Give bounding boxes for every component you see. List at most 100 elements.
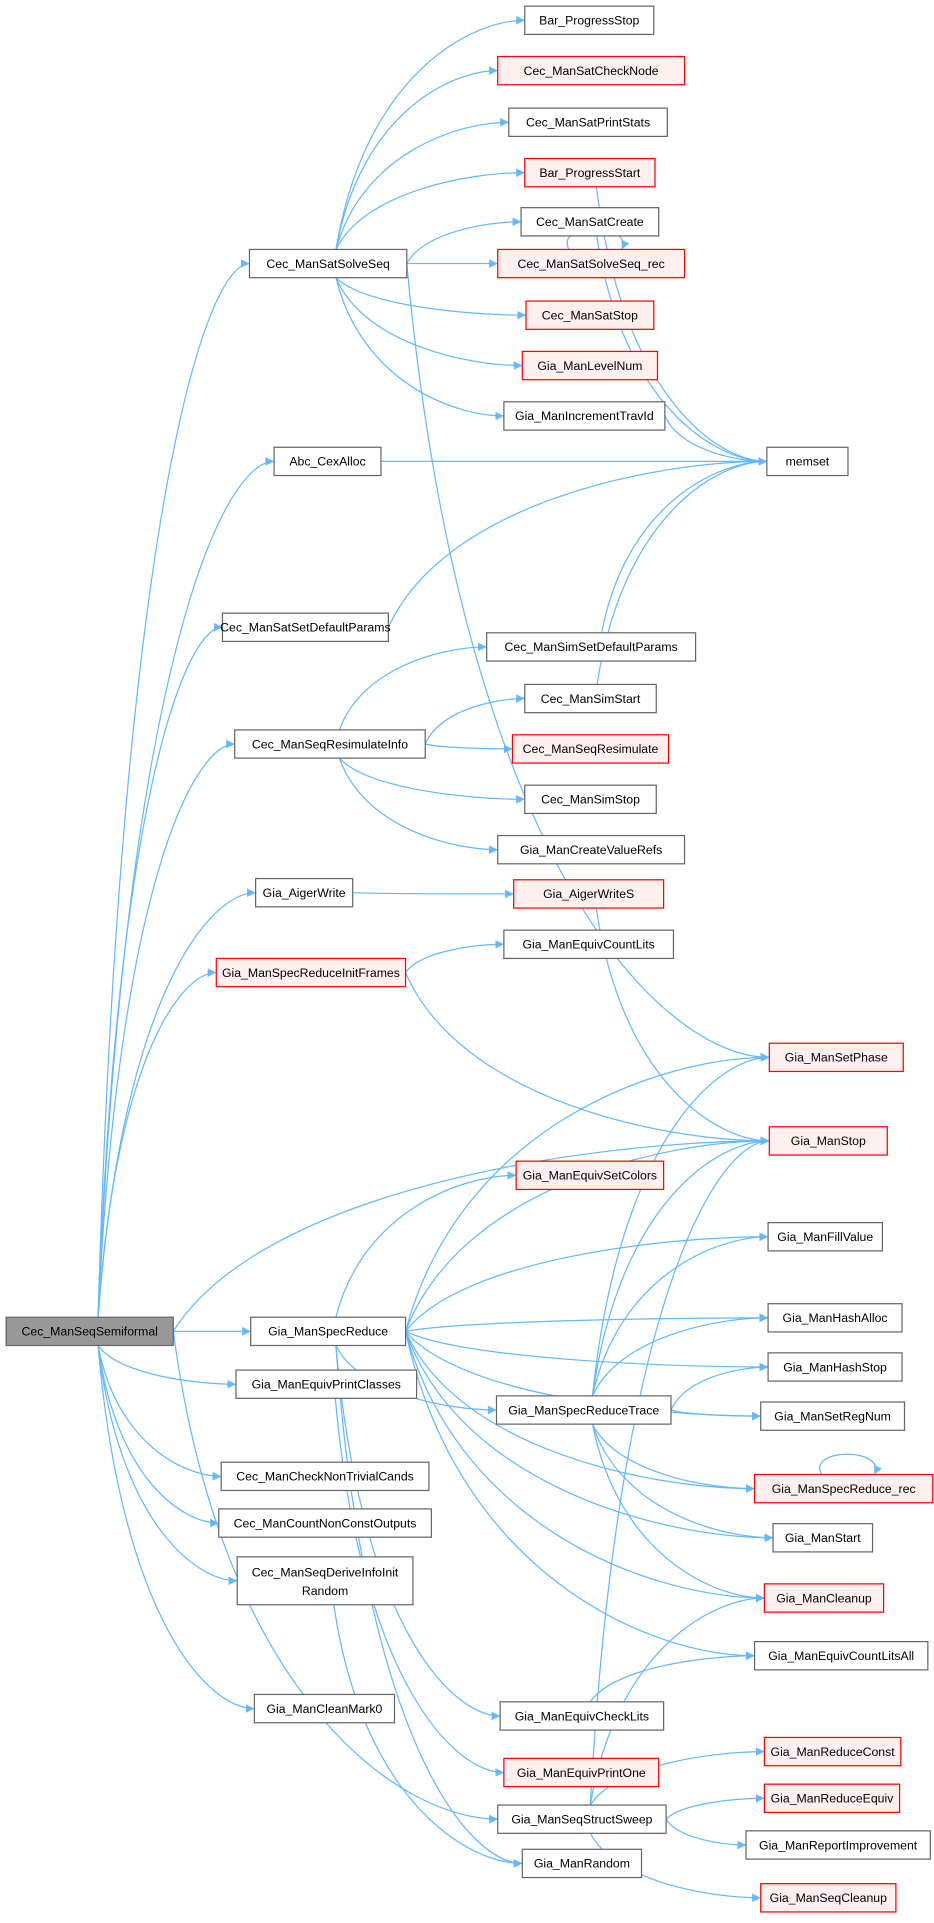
node-box[interactable] bbox=[520, 207, 660, 237]
node-box[interactable] bbox=[524, 683, 657, 714]
node-box[interactable] bbox=[503, 401, 666, 431]
node-cec-man-sat-solve-seq-rec[interactable]: Cec_ManSatSolveSeq_rec bbox=[497, 248, 686, 279]
node-box[interactable] bbox=[253, 1693, 396, 1724]
node-box[interactable] bbox=[503, 929, 675, 960]
node-box[interactable] bbox=[767, 1352, 903, 1382]
node-box[interactable] bbox=[220, 1461, 430, 1492]
node-gia-man-spec-reduce-init-frames[interactable]: Gia_ManSpecReduceInitFrames bbox=[215, 957, 407, 988]
node-memset[interactable]: memset bbox=[766, 446, 849, 477]
node-gia-man-seq-cleanup[interactable]: Gia_ManSeqCleanup bbox=[760, 1883, 897, 1913]
node-gia-man-reduce-equiv[interactable]: Gia_ManReduceEquiv bbox=[763, 1783, 901, 1814]
node-bar-progress-stop[interactable]: Bar_ProgressStop bbox=[524, 5, 655, 36]
node-gia-man-equiv-check-lits[interactable]: Gia_ManEquivCheckLits bbox=[499, 1701, 665, 1731]
node-box[interactable] bbox=[768, 1126, 888, 1156]
node-box[interactable] bbox=[236, 1556, 414, 1606]
node-box[interactable] bbox=[753, 1473, 934, 1504]
node-box[interactable] bbox=[503, 1757, 660, 1788]
node-box[interactable] bbox=[495, 1395, 672, 1425]
node-box[interactable] bbox=[525, 300, 655, 330]
node-cec-man-sim-set-default-params[interactable]: Cec_ManSimSetDefaultParams bbox=[486, 632, 697, 662]
node-gia-man-equiv-set-colors[interactable]: Gia_ManEquivSetColors bbox=[515, 1160, 665, 1191]
node-cec-man-count-non-const-outputs[interactable]: Cec_ManCountNonConstOutputs bbox=[218, 1508, 432, 1538]
node-box[interactable] bbox=[235, 1369, 418, 1399]
node-gia-man-fill-value[interactable]: Gia_ManFillValue bbox=[767, 1221, 883, 1252]
node-gia-man-set-reg-num[interactable]: Gia_ManSetRegNum bbox=[760, 1401, 906, 1431]
node-cec-man-seq-resimulate-info[interactable]: Cec_ManSeqResimulateInfo bbox=[234, 729, 426, 759]
node-box[interactable] bbox=[745, 1830, 931, 1860]
node-box[interactable] bbox=[5, 1316, 174, 1347]
node-box[interactable] bbox=[508, 107, 668, 138]
node-box[interactable] bbox=[524, 157, 656, 188]
node-box[interactable] bbox=[521, 350, 659, 381]
node-gia-man-level-num[interactable]: Gia_ManLevelNum bbox=[521, 350, 659, 381]
node-gia-man-clean-mark0[interactable]: Gia_ManCleanMark0 bbox=[253, 1693, 396, 1724]
node-box[interactable] bbox=[486, 632, 697, 662]
node-gia-man-spec-reduce-trace[interactable]: Gia_ManSpecReduceTrace bbox=[495, 1395, 672, 1425]
node-cec-man-sim-start[interactable]: Cec_ManSimStart bbox=[524, 683, 657, 714]
node-box[interactable] bbox=[513, 879, 665, 909]
node-box[interactable] bbox=[767, 1303, 903, 1333]
node-gia-man-hash-alloc[interactable]: Gia_ManHashAlloc bbox=[767, 1303, 903, 1333]
node-box[interactable] bbox=[221, 612, 389, 643]
node-box[interactable] bbox=[497, 55, 686, 86]
node-gia-man-stop[interactable]: Gia_ManStop bbox=[768, 1126, 888, 1156]
node-box[interactable] bbox=[511, 734, 670, 764]
node-cec-man-sat-create[interactable]: Cec_ManSatCreate bbox=[520, 207, 660, 237]
node-gia-man-hash-stop[interactable]: Gia_ManHashStop bbox=[767, 1352, 903, 1382]
node-box[interactable] bbox=[255, 877, 354, 908]
node-box[interactable] bbox=[763, 1583, 885, 1613]
node-box[interactable] bbox=[497, 248, 686, 279]
node-gia-man-equiv-print-one[interactable]: Gia_ManEquivPrintOne bbox=[503, 1757, 660, 1788]
node-box[interactable] bbox=[250, 1316, 407, 1347]
node-box[interactable] bbox=[524, 5, 655, 36]
node-gia-man-cleanup[interactable]: Gia_ManCleanup bbox=[763, 1583, 885, 1613]
node-gia-man-seq-struct-sweep[interactable]: Gia_ManSeqStructSweep bbox=[497, 1804, 667, 1834]
node-box[interactable] bbox=[763, 1783, 901, 1814]
node-cec-man-seq-semiformal[interactable]: Cec_ManSeqSemiformal bbox=[5, 1316, 174, 1347]
node-gia-man-random[interactable]: Gia_ManRandom bbox=[521, 1848, 643, 1879]
node-box[interactable] bbox=[497, 834, 686, 865]
node-box[interactable] bbox=[768, 1042, 904, 1073]
node-box[interactable] bbox=[515, 1160, 665, 1191]
node-gia-man-create-value-refs[interactable]: Gia_ManCreateValueRefs bbox=[497, 834, 686, 865]
node-gia-man-increment-trav-id[interactable]: Gia_ManIncrementTravId bbox=[503, 401, 666, 431]
node-box[interactable] bbox=[215, 957, 407, 988]
node-gia-man-set-phase[interactable]: Gia_ManSetPhase bbox=[768, 1042, 904, 1073]
node-box[interactable] bbox=[767, 1221, 883, 1252]
node-gia-man-spec-reduce[interactable]: Gia_ManSpecReduce bbox=[250, 1316, 407, 1347]
node-gia-man-report-improvement[interactable]: Gia_ManReportImprovement bbox=[745, 1830, 931, 1860]
node-cec-man-seq-resimulate[interactable]: Cec_ManSeqResimulate bbox=[511, 734, 670, 764]
node-box[interactable] bbox=[248, 248, 408, 279]
node-box[interactable] bbox=[766, 446, 849, 477]
node-box[interactable] bbox=[499, 1701, 665, 1731]
node-bar-progress-start[interactable]: Bar_ProgressStart bbox=[524, 157, 656, 188]
node-gia-man-equiv-count-lits[interactable]: Gia_ManEquivCountLits bbox=[503, 929, 675, 960]
node-cec-man-check-non-trivial-cands[interactable]: Cec_ManCheckNonTrivialCands bbox=[220, 1461, 430, 1492]
node-gia-man-equiv-count-lits-all[interactable]: Gia_ManEquivCountLitsAll bbox=[753, 1641, 929, 1671]
node-box[interactable] bbox=[772, 1523, 874, 1553]
node-gia-man-equiv-print-classes[interactable]: Gia_ManEquivPrintClasses bbox=[235, 1369, 418, 1399]
node-box[interactable] bbox=[521, 1848, 643, 1879]
node-box[interactable] bbox=[760, 1401, 906, 1431]
node-cec-man-sat-solve-seq[interactable]: Cec_ManSatSolveSeq bbox=[248, 248, 408, 279]
node-gia-aiger-write[interactable]: Gia_AigerWrite bbox=[255, 877, 354, 908]
node-abc-cex-alloc[interactable]: Abc_CexAlloc bbox=[273, 446, 382, 477]
node-box[interactable] bbox=[760, 1883, 897, 1913]
node-box[interactable] bbox=[497, 1804, 667, 1834]
node-cec-man-sat-set-default-params[interactable]: Cec_ManSatSetDefaultParams bbox=[220, 612, 391, 643]
node-cec-man-sat-check-node[interactable]: Cec_ManSatCheckNode bbox=[497, 55, 686, 86]
node-cec-man-sim-stop[interactable]: Cec_ManSimStop bbox=[524, 784, 657, 815]
node-cec-man-sat-stop[interactable]: Cec_ManSatStop bbox=[525, 300, 655, 330]
node-box[interactable] bbox=[763, 1736, 902, 1767]
node-box[interactable] bbox=[234, 729, 426, 759]
node-gia-man-start[interactable]: Gia_ManStart bbox=[772, 1523, 874, 1553]
node-box[interactable] bbox=[524, 784, 657, 815]
node-gia-man-reduce-const[interactable]: Gia_ManReduceConst bbox=[763, 1736, 902, 1767]
node-gia-aiger-write-s[interactable]: Gia_AigerWriteS bbox=[513, 879, 665, 909]
node-gia-man-spec-reduce-rec[interactable]: Gia_ManSpecReduce_rec bbox=[753, 1473, 934, 1504]
node-cec-man-sat-print-stats[interactable]: Cec_ManSatPrintStats bbox=[508, 107, 668, 138]
node-box[interactable] bbox=[753, 1641, 929, 1671]
node-box[interactable] bbox=[273, 446, 382, 477]
node-box[interactable] bbox=[218, 1508, 432, 1538]
